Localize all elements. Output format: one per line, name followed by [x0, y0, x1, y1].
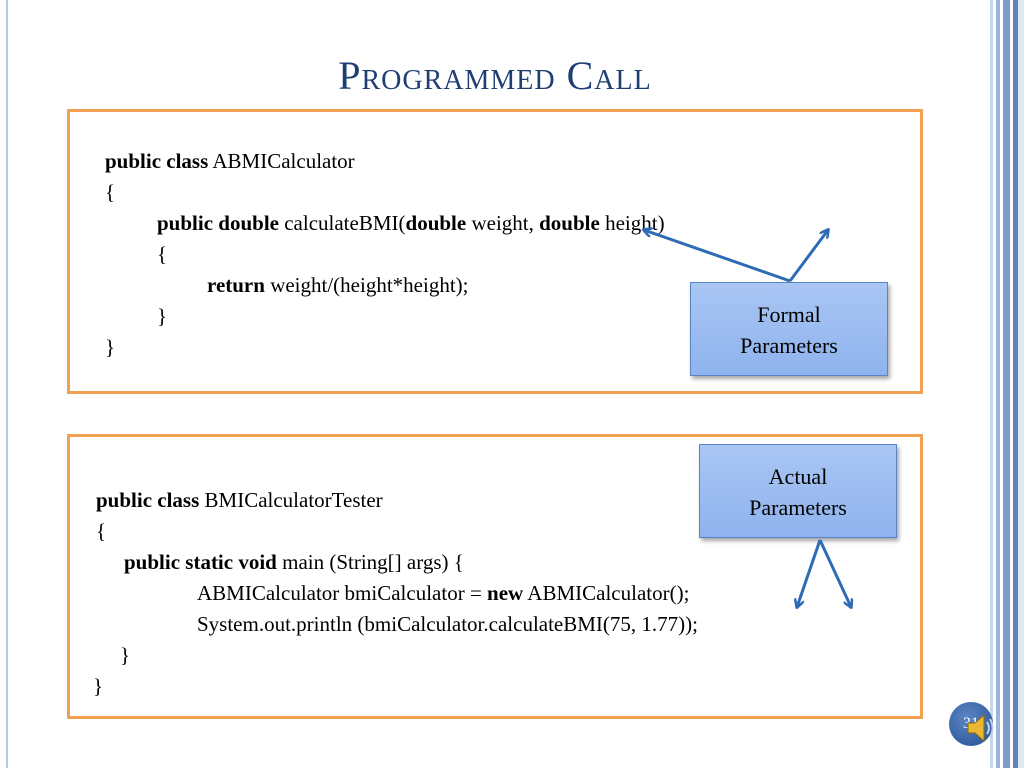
slide-title: Programmed Call	[338, 53, 652, 98]
code-line: ABMICalculator bmiCalculator = new ABMIC…	[197, 581, 690, 605]
code-line: {	[157, 242, 168, 266]
callout-label: Formal	[757, 302, 821, 327]
callout-label: Actual	[768, 464, 828, 489]
code-line: {	[96, 519, 107, 543]
code-line: }	[157, 304, 168, 328]
callout-label: Parameters	[749, 495, 847, 520]
speaker-icon[interactable]	[965, 710, 995, 746]
code-line: public double calculateBMI(double weight…	[157, 211, 665, 235]
left-border-decoration	[6, 0, 8, 768]
code-line: public class BMICalculatorTester	[96, 488, 383, 512]
code-line: }	[105, 335, 116, 359]
code-line: public class ABMICalculator	[105, 149, 355, 173]
code-line: System.out.println (bmiCalculator.calcul…	[197, 612, 698, 636]
code-line: }	[93, 674, 104, 698]
right-stripe-decoration	[976, 0, 1024, 768]
formal-parameters-callout: Formal Parameters	[690, 282, 888, 376]
code-line: return weight/(height*height);	[207, 273, 469, 297]
slide-number-badge: 31	[949, 702, 993, 746]
code-line: {	[105, 180, 116, 204]
code-line: }	[120, 643, 131, 667]
code-line: public static void main (String[] args) …	[124, 550, 464, 574]
actual-parameters-callout: Actual Parameters	[699, 444, 897, 538]
callout-label: Parameters	[740, 333, 838, 358]
